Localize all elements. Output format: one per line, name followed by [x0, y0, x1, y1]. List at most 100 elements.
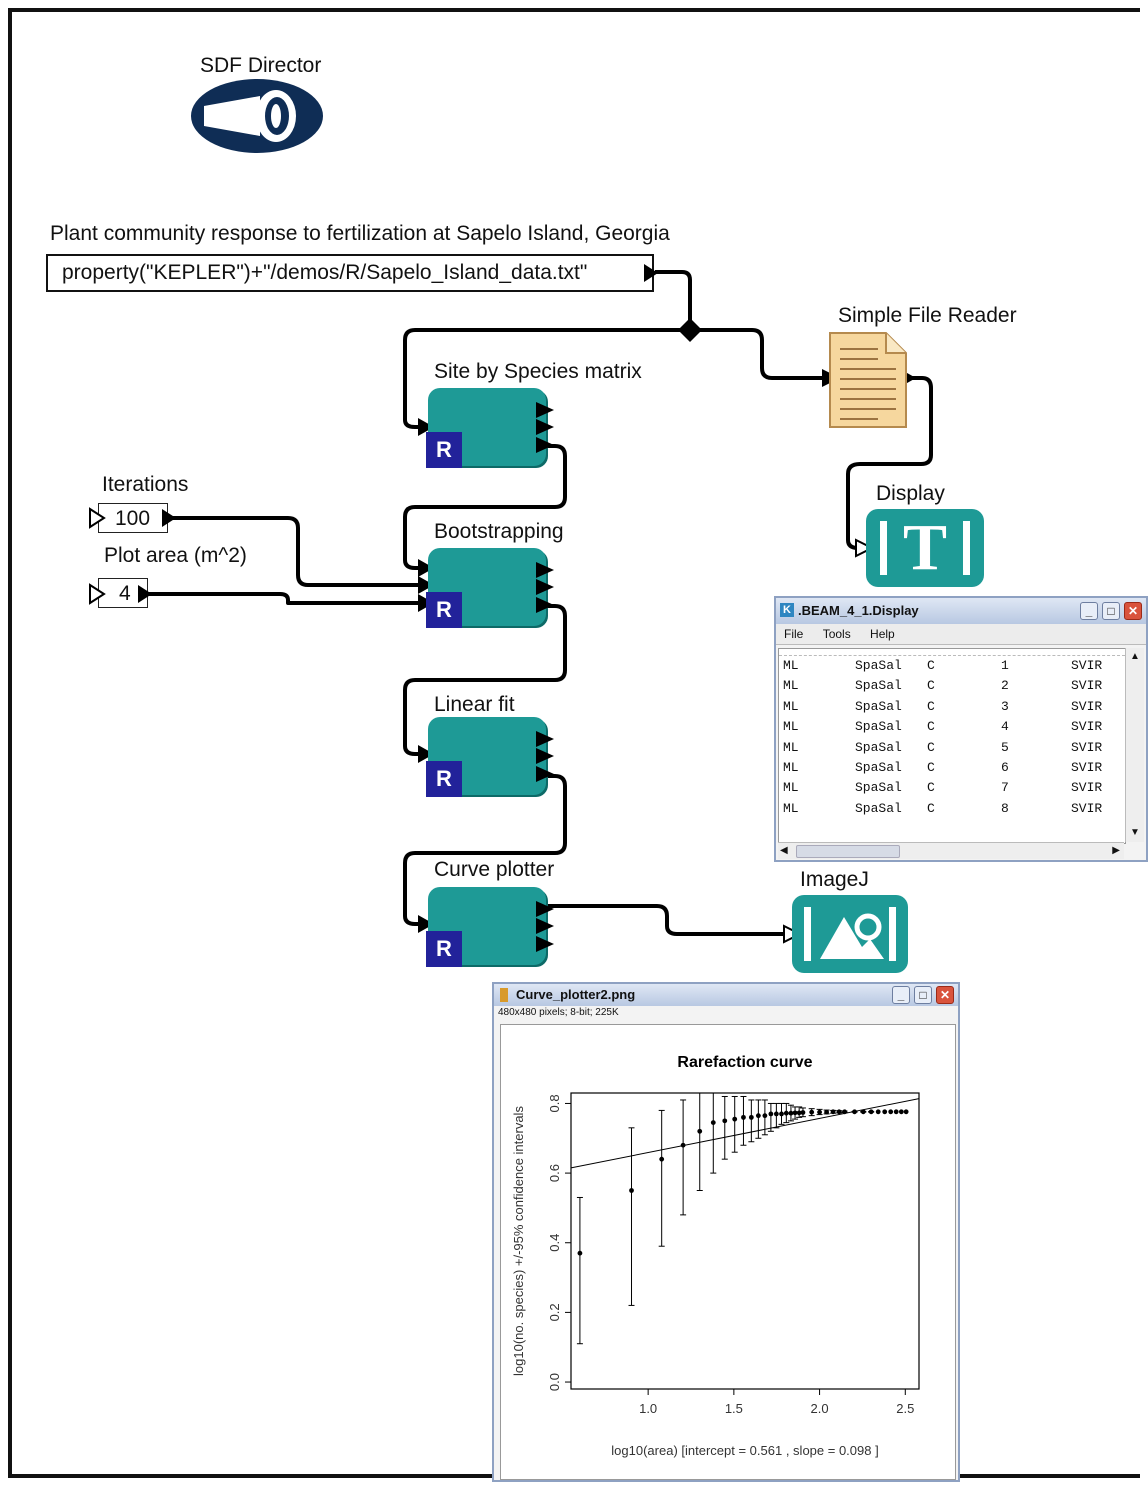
console-cell: ML: [783, 698, 799, 714]
minimize-button[interactable]: _: [1080, 602, 1098, 620]
console-cell: ML: [783, 780, 799, 796]
horizontal-scrollbar[interactable]: ◀ ▶: [778, 842, 1124, 859]
data-point: [842, 1109, 847, 1115]
display-bar-right: [963, 521, 970, 575]
plot-window-info: 480x480 pixels; 8-bit; 225K: [498, 1007, 619, 1018]
menu-help[interactable]: Help: [870, 627, 895, 641]
close-button[interactable]: ✕: [1124, 602, 1142, 620]
display-glyph: T: [902, 511, 948, 584]
x-axis-label: log10(area) [intercept = 0.561 , slope =…: [611, 1443, 878, 1458]
data-point: [830, 1109, 836, 1115]
imagej-actor[interactable]: [792, 895, 908, 973]
console-cell: SpaSal: [855, 658, 902, 673]
console-cell: SVIR: [1071, 719, 1103, 735]
director-icon[interactable]: [190, 78, 324, 154]
data-point: [852, 1109, 857, 1115]
bootstrap-label: Bootstrapping: [434, 520, 564, 543]
console-cell: SpaSal: [855, 678, 902, 694]
iterations-field[interactable]: 100: [98, 503, 168, 533]
data-point: [860, 1109, 866, 1115]
plotarea-ports: [89, 583, 152, 605]
console-cell: C: [927, 719, 935, 735]
plotarea-value: 4: [119, 582, 131, 605]
linearfit-label: Linear fit: [434, 693, 515, 716]
console-cell: 5: [1001, 739, 1009, 755]
display-actor[interactable]: T: [866, 509, 984, 587]
data-point: [741, 1114, 746, 1120]
scroll-left-icon[interactable]: ◀: [780, 845, 788, 856]
expression-text: property("KEPLER")+"/demos/R/Sapelo_Isla…: [62, 261, 588, 284]
arrow-display-in: [855, 538, 875, 558]
console-cell: SpaSal: [855, 698, 902, 714]
file-reader-icon[interactable]: [828, 331, 908, 429]
x-tick-label: 2.0: [811, 1401, 829, 1416]
console-cell: C: [927, 658, 935, 673]
plot-window[interactable]: Curve_plotter2.png _ □ ✕ 480x480 pixels;…: [492, 982, 960, 1482]
r-badge: R: [426, 592, 462, 628]
data-point: [800, 1110, 806, 1115]
console-cell: ML: [783, 800, 799, 816]
console-cell: C: [927, 780, 935, 796]
plot-window-titlebar[interactable]: Curve_plotter2.png _ □ ✕: [494, 984, 958, 1006]
data-point: [629, 1188, 634, 1193]
wire-linearfit-to-curveplotter: [403, 774, 567, 926]
arrow-bootstrap-in-2: [418, 576, 434, 594]
imagej-label: ImageJ: [800, 868, 869, 891]
console-cell: C: [927, 739, 935, 755]
curveplotter-label: Curve plotter: [434, 858, 555, 881]
data-point: [875, 1109, 881, 1115]
scroll-up-icon[interactable]: ▲: [1130, 651, 1140, 662]
plot-image: Rarefaction curve log10(area) [intercept…: [500, 1024, 956, 1480]
imagej-window-icon: [500, 988, 508, 1002]
menu-tools[interactable]: Tools: [822, 627, 851, 641]
plotarea-label: Plot area (m^2): [104, 544, 247, 567]
curve-plotter-actor[interactable]: R: [426, 887, 546, 967]
workflow-title: Plant community response to fertilizatio…: [50, 222, 670, 245]
site-by-species-actor[interactable]: R: [426, 388, 546, 468]
director-label: SDF Director: [200, 54, 322, 77]
display-window[interactable]: K .BEAM_4_1.Display _ □ ✕ File Tools Hel…: [774, 596, 1148, 862]
y-tick-label: 0.8: [547, 1094, 562, 1112]
scroll-right-icon[interactable]: ▶: [1112, 845, 1120, 856]
minimize-button[interactable]: _: [892, 986, 910, 1004]
maximize-button[interactable]: □: [1102, 602, 1120, 620]
display-window-titlebar[interactable]: K .BEAM_4_1.Display _ □ ✕: [776, 598, 1146, 624]
sitematrix-label: Site by Species matrix: [434, 360, 642, 383]
y-axis-label: log10(no. species) +/-95% confidence int…: [511, 1106, 526, 1376]
console-cell: 7: [1001, 780, 1009, 796]
scroll-down-icon[interactable]: ▼: [1130, 827, 1140, 838]
menu-file[interactable]: File: [784, 627, 804, 641]
data-point: [824, 1109, 829, 1115]
maximize-button[interactable]: □: [914, 986, 932, 1004]
chart-title: Rarefaction curve: [677, 1054, 812, 1071]
console-cell: C: [927, 698, 935, 714]
filereader-label: Simple File Reader: [838, 304, 1017, 327]
console-cell: SVIR: [1071, 698, 1103, 714]
r-badge: R: [426, 432, 462, 468]
iterations-label: Iterations: [102, 473, 189, 496]
console-cell: SpaSal: [855, 739, 902, 755]
linear-fit-actor[interactable]: R: [426, 717, 546, 797]
arrow-linearfit-in: [418, 745, 434, 763]
close-button[interactable]: ✕: [936, 986, 954, 1004]
display-window-menubar: File Tools Help: [776, 624, 1146, 645]
console-cell: SpaSal: [855, 719, 902, 735]
expression-output-port: [644, 264, 658, 282]
data-point: [710, 1120, 716, 1125]
arrow-curveplotter-in: [418, 915, 434, 933]
console-cell: SVIR: [1071, 678, 1103, 694]
vertical-scrollbar[interactable]: ▲ ▼: [1125, 648, 1144, 842]
expression-box[interactable]: property("KEPLER")+"/demos/R/Sapelo_Isla…: [46, 254, 654, 292]
wire-expression-to-relation: [655, 270, 692, 330]
console-cell: ML: [783, 678, 799, 694]
data-point: [748, 1114, 754, 1120]
scroll-thumb[interactable]: [796, 845, 900, 858]
bootstrapping-actor[interactable]: R: [426, 548, 546, 628]
x-tick-label: 2.5: [896, 1401, 914, 1416]
console-cell: 8: [1001, 800, 1009, 816]
